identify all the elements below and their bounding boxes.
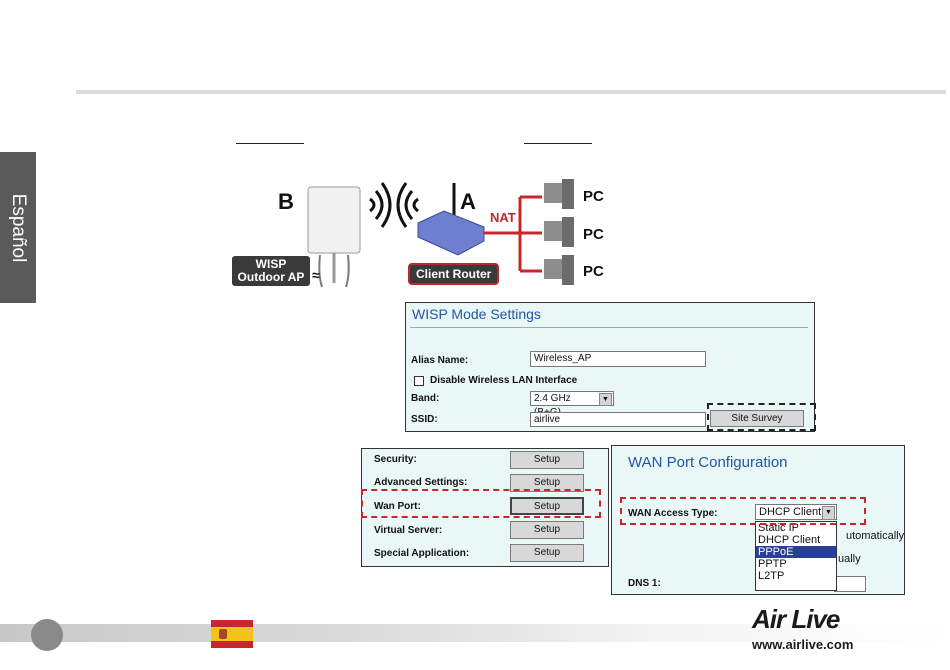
pc-icon-1 (544, 179, 574, 209)
pc-label-1: PC (583, 188, 604, 205)
wan-access-highlight (620, 497, 866, 525)
obscured-option-manually: ually (838, 553, 861, 565)
advanced-setup-button[interactable]: Setup (510, 474, 584, 492)
special-app-setup-button[interactable]: Setup (510, 544, 584, 562)
alias-name-input[interactable]: Wireless_AP (530, 351, 706, 367)
header-divider (76, 90, 946, 94)
language-side-tab: Español (0, 152, 36, 303)
wan-access-type-select[interactable]: DHCP Client ▼ (755, 504, 837, 520)
setup-row-label-security: Security: (374, 454, 417, 465)
setup-row-label-advanced: Advanced Settings: (374, 477, 468, 488)
wisp-title-divider (410, 327, 808, 328)
wan-panel-title: WAN Port Configuration (628, 454, 788, 471)
outdoor-ap-icon (307, 186, 361, 254)
security-setup-button[interactable]: Setup (510, 451, 584, 469)
client-router-caption: Client Router (408, 263, 500, 285)
pc-icon-3 (544, 255, 574, 285)
band-select[interactable]: 2.4 GHz (B+G) ▼ (530, 391, 614, 418)
label-a: A (460, 189, 476, 214)
band-label: Band: (411, 393, 440, 404)
option-pppoe-selected[interactable]: PPPoE (756, 546, 836, 558)
wisp-panel-title: WISP Mode Settings (412, 306, 541, 322)
site-survey-button[interactable]: Site Survey (710, 410, 804, 427)
router-icon (417, 210, 485, 256)
wan-dropdown-arrow-icon[interactable]: ▼ (822, 506, 835, 520)
option-static-ip[interactable]: Static IP (758, 522, 799, 534)
diagram-art (307, 179, 574, 288)
dns1-input[interactable] (834, 576, 866, 592)
blank-underline-right (524, 143, 592, 144)
setup-row-label-virtual: Virtual Server: (374, 525, 443, 536)
dns1-label: DNS 1: (628, 578, 661, 589)
wisp-outdoor-ap-caption: WISP Outdoor AP (232, 256, 310, 286)
ssid-input[interactable]: airlive (530, 412, 706, 427)
label-b: B (278, 189, 294, 214)
virtual-server-setup-button[interactable]: Setup (510, 521, 584, 539)
wan-port-setup-button[interactable]: Setup (510, 497, 584, 515)
network-diagram: B A NAT WISP Outdoor AP ≈ Client Router … (222, 175, 642, 295)
nat-label: NAT (490, 210, 516, 225)
approx-symbol: ≈ (312, 267, 320, 283)
wan-access-type-dropdown: Static IP DHCP Client PPPoE PPTP L2TP (755, 521, 837, 591)
blank-underline-left (236, 143, 304, 144)
spain-flag-icon (211, 620, 253, 648)
page-number-circle (31, 619, 63, 651)
site-survey-highlight (707, 403, 816, 431)
pc-label-2: PC (583, 226, 604, 243)
option-l2tp[interactable]: L2TP (758, 570, 785, 582)
alias-name-label: Alias Name: (411, 355, 469, 366)
ssid-label: SSID: (411, 414, 438, 425)
language-label: Español (8, 193, 29, 262)
option-dhcp-client[interactable]: DHCP Client (758, 534, 821, 546)
wan-port-highlight (361, 489, 601, 518)
setup-options-panel: Security: Setup Advanced Settings: Setup… (361, 448, 609, 567)
obscured-option-automatically: utomatically (846, 530, 905, 542)
disable-wlan-label: Disable Wireless LAN Interface (430, 375, 578, 386)
flag-emblem-icon (219, 629, 227, 639)
pc-icon-2 (544, 217, 574, 247)
setup-row-label-wan: Wan Port: (374, 501, 421, 512)
band-dropdown-arrow-icon[interactable]: ▼ (599, 393, 612, 406)
pc-label-3: PC (583, 263, 604, 280)
airlive-logo: Air Live (752, 604, 840, 634)
wan-access-type-label: WAN Access Type: (628, 508, 718, 519)
option-pptp[interactable]: PPTP (758, 558, 787, 570)
wisp-mode-settings-panel: WISP Mode Settings Alias Name: Wireless_… (405, 302, 815, 432)
setup-row-label-special: Special Application: (374, 548, 470, 559)
airlive-url: www.airlive.com (752, 637, 854, 652)
disable-wlan-checkbox[interactable] (414, 376, 424, 386)
wan-access-type-value: DHCP Client (759, 506, 822, 518)
